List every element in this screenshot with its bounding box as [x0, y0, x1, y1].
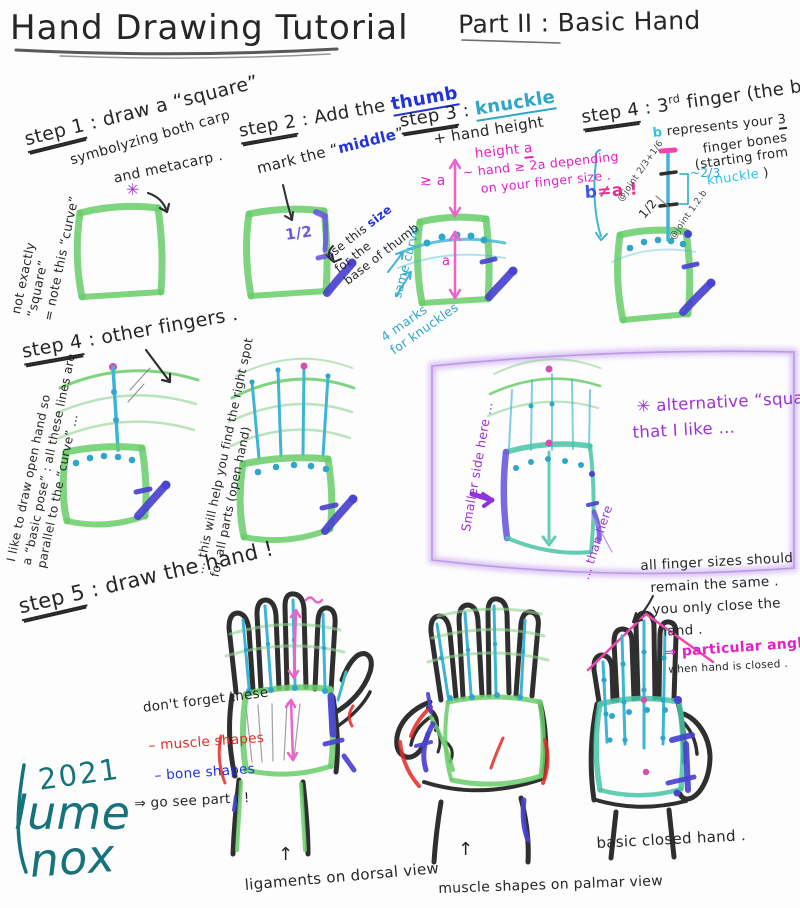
step3-square-sketch: [387, 158, 518, 307]
subtitle-part: Part II: [458, 8, 533, 39]
title-underline-sketch: [14, 39, 561, 59]
page-title: Hand Drawing Tutorial: [10, 6, 409, 50]
signature-name2: nox: [27, 828, 117, 888]
step1-asterisk-icon: ✳: [126, 180, 140, 199]
hand-closed-sketch: [586, 595, 715, 861]
step4-knuckle-close: ): [757, 165, 770, 182]
step3-approx-a: ≳ a: [420, 173, 446, 189]
hand-dorsal-sketch: [217, 591, 374, 857]
step4-third-mid: : 3: [637, 94, 671, 120]
step5-finger-note4: hand .: [658, 621, 704, 640]
step1-square-sketch: [73, 191, 171, 301]
step3-height-a: a: [523, 139, 534, 159]
step4-three: 3: [776, 111, 788, 130]
step2-square-sketch: [243, 184, 357, 300]
signature-flourish-sketch: [16, 763, 28, 874]
hand-palmar-sketch: [394, 596, 550, 865]
step4-third-finger-sketch: [593, 147, 716, 324]
up-arrow-icon: ↑: [278, 844, 294, 865]
step4-other-figureB-sketch: [227, 357, 358, 544]
step4-two-thirds: ~2/3: [690, 166, 721, 180]
page-title-text: Hand Drawing Tutorial: [10, 8, 409, 48]
step2-half-label: 1/2: [284, 222, 314, 244]
step3-a-label: a: [442, 254, 451, 269]
up-arrow-icon: ↑: [458, 839, 474, 860]
page-subtitle: Part II : Basic Hand: [458, 5, 701, 42]
alternative-box-sketch: [428, 347, 798, 577]
signature-name1: lume: [14, 786, 131, 840]
subtitle-rest: : Basic Hand: [532, 5, 701, 38]
step4-other-figureA-sketch: [55, 348, 200, 528]
